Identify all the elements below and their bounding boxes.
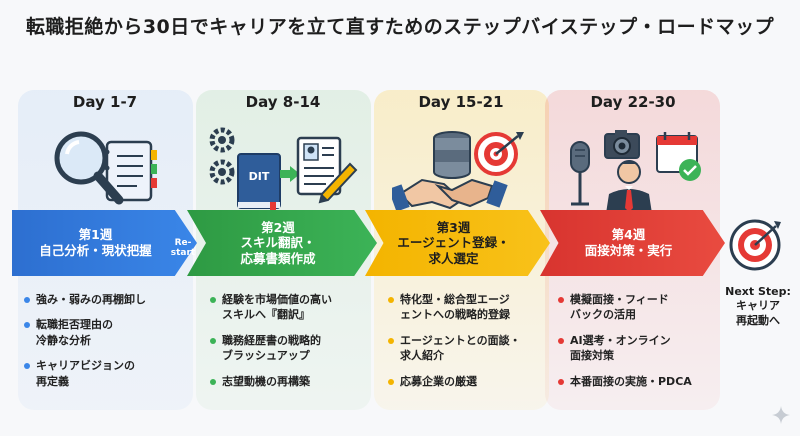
stage-2-arrow: 第2週 スキル翻訳・ 応募書類作成 (187, 210, 377, 276)
stage-1-arrow: 第1週 自己分析・現状把握 (12, 210, 197, 276)
list-item: 経験を市場価値の高いスキルへ『翻訳』 (210, 292, 365, 323)
book-label: DIT (249, 170, 270, 183)
list-item: 転職拒否理由の冷静な分析 (24, 317, 184, 348)
stage-3-icons (388, 124, 532, 220)
stage-3-day: Day 15-21 (418, 93, 504, 111)
list-item: AI選考・オンライン面接対策 (558, 333, 708, 364)
stage-1-icons (45, 124, 185, 220)
page-title: 転職拒絶から30日でキャリアを立て直すためのステップバイステップ・ロードマップ (25, 16, 775, 38)
stage-4-week: 第4週 (611, 227, 646, 243)
stage-1-tasks: 強み・弱みの再棚卸し 転職拒否理由の冷静な分析 キャリアビジョンの再定義 (24, 292, 184, 399)
list-item: エージェントとの面談・求人紹介 (388, 333, 538, 364)
stage-3-tasks: 特化型・総合型エージェントへの戦略的登録 エージェントとの面談・求人紹介 応募企… (388, 292, 538, 399)
restart-label: Re-start (170, 238, 196, 259)
arrow-right-icon (280, 166, 300, 182)
stage-4-icons (565, 124, 705, 220)
stage-2-icons: DIT (208, 124, 358, 220)
list-item: キャリアビジョンの再定義 (24, 358, 184, 389)
notebook-icon (104, 140, 157, 202)
stage-2-tasks: 経験を市場価値の高いスキルへ『翻訳』 職務経歴書の戦略的ブラッシュアップ 志望動… (210, 292, 365, 399)
microphone-icon (570, 141, 590, 206)
target-icon (728, 218, 782, 272)
next-step: Next Step: キャリア 再起動へ (718, 285, 798, 328)
list-item: 強み・弱みの再棚卸し (24, 292, 184, 307)
stage-2-day: Day 8-14 (245, 93, 321, 111)
stage-4-tasks: 模擬面接・フィードバックの活用 AI選考・オンライン面接対策 本番面接の実施・P… (558, 292, 708, 399)
stage-1-title: 自己分析・現状把握 (39, 243, 152, 258)
next-step-line-2: 再起動へ (736, 313, 780, 327)
stage-2-week: 第2週 (261, 219, 295, 235)
stage-4-title: 面接対策・実行 (584, 243, 673, 258)
stage-3-arrow: 第3週 エージェント登録・ 求人選定 (365, 210, 550, 276)
list-item: 職務経歴書の戦略的ブラッシュアップ (210, 333, 365, 364)
dictionary-icon: DIT (237, 153, 281, 218)
resume-icon (296, 136, 342, 196)
pencil-icon (318, 162, 358, 204)
stage-3-title-line-2: 求人選定 (428, 250, 479, 266)
camera-icon (604, 130, 640, 159)
list-item: 特化型・総合型エージェントへの戦略的登録 (388, 292, 538, 323)
stage-3-week: 第3週 (436, 219, 471, 235)
gears-icon (209, 127, 235, 185)
magnifier-icon (54, 131, 124, 205)
stage-1-day: Day 1-7 (72, 93, 138, 111)
database-icon (433, 131, 471, 179)
list-item: 志望動機の再構築 (210, 374, 365, 389)
stage-3-title-line-1: エージェント登録・ (397, 235, 510, 251)
next-step-label: Next Step: (725, 285, 791, 298)
calendar-check-icon (656, 132, 701, 181)
stage-4-day: Day 22-30 (590, 93, 676, 111)
stage-1-week: 第1週 (78, 227, 113, 243)
target-icon (474, 132, 524, 176)
stage-2-title-line-1: スキル翻訳・ (240, 235, 316, 251)
list-item: 本番面接の実施・PDCA (558, 374, 708, 389)
next-step-line-1: キャリア (736, 299, 780, 313)
sparkle-icon (772, 406, 790, 424)
list-item: 模擬面接・フィードバックの活用 (558, 292, 708, 323)
list-item: 応募企業の厳選 (388, 374, 538, 389)
handshake-icon (388, 178, 508, 212)
stage-4-arrow: 第4週 面接対策・実行 (540, 210, 725, 276)
stage-2-title-line-2: 応募書類作成 (240, 250, 316, 266)
